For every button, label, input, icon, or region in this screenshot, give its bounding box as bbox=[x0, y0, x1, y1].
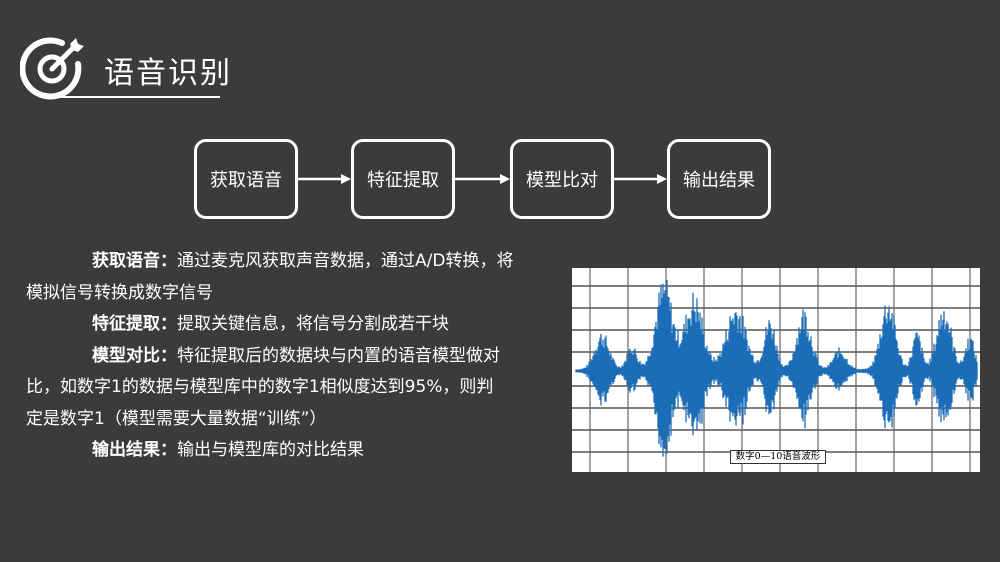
desc-text-continued: 模拟信号转换成数字信号 bbox=[26, 282, 213, 303]
desc-label: 模型对比： bbox=[92, 345, 177, 366]
desc-text-continued: 比，如数字1的数据与模型库中的数字1相似度达到95%，则判 bbox=[26, 377, 494, 397]
desc-text: 提取关键信息，将信号分割成若干块 bbox=[177, 314, 449, 334]
desc-text: 输出与模型库的对比结果 bbox=[177, 440, 364, 460]
arrow-right-icon bbox=[613, 174, 667, 184]
title-underline bbox=[58, 96, 220, 98]
step-get-audio: 获取语音 bbox=[194, 139, 298, 219]
step-output-result: 输出结果 bbox=[667, 139, 771, 219]
arrow-right-icon bbox=[454, 174, 510, 184]
page-title: 语音识别 bbox=[104, 56, 232, 91]
arrow-right-icon bbox=[297, 174, 351, 184]
desc-label: 特征提取： bbox=[92, 314, 177, 334]
waveform-image: 数字0—10语音波形 bbox=[572, 268, 980, 472]
desc-paragraph-model: 模型对比：特征提取后的数据块与内置的语音模型做对 bbox=[26, 341, 566, 373]
waveform-caption: 数字0—10语音波形 bbox=[730, 450, 826, 464]
step-feature-extract: 特征提取 bbox=[351, 139, 455, 219]
desc-text: 通过麦克风获取声音数据，通过A/D转换，将 bbox=[177, 251, 514, 271]
desc-text: 特征提取后的数据块与内置的语音模型做对 bbox=[177, 345, 500, 366]
desc-paragraph-output: 输出结果：输出与模型库的对比结果 bbox=[26, 435, 566, 467]
description: 获取语音：通过麦克风获取声音数据，通过A/D转换，将 模拟信号转换成数字信号 特… bbox=[26, 246, 566, 467]
target-dart-icon bbox=[20, 37, 84, 100]
desc-paragraph-get-audio: 获取语音：通过麦克风获取声音数据，通过A/D转换，将 bbox=[26, 246, 566, 278]
desc-label: 获取语音： bbox=[92, 251, 177, 271]
step-model-compare: 模型比对 bbox=[510, 139, 614, 219]
waveform-trace bbox=[575, 280, 978, 457]
desc-text-continued: 定是数字1（模型需要大量数据“训练”） bbox=[26, 408, 327, 429]
desc-label: 输出结果： bbox=[92, 440, 177, 460]
waveform-plot bbox=[572, 268, 980, 472]
desc-paragraph-feature: 特征提取：提取关键信息，将信号分割成若干块 bbox=[26, 309, 566, 341]
